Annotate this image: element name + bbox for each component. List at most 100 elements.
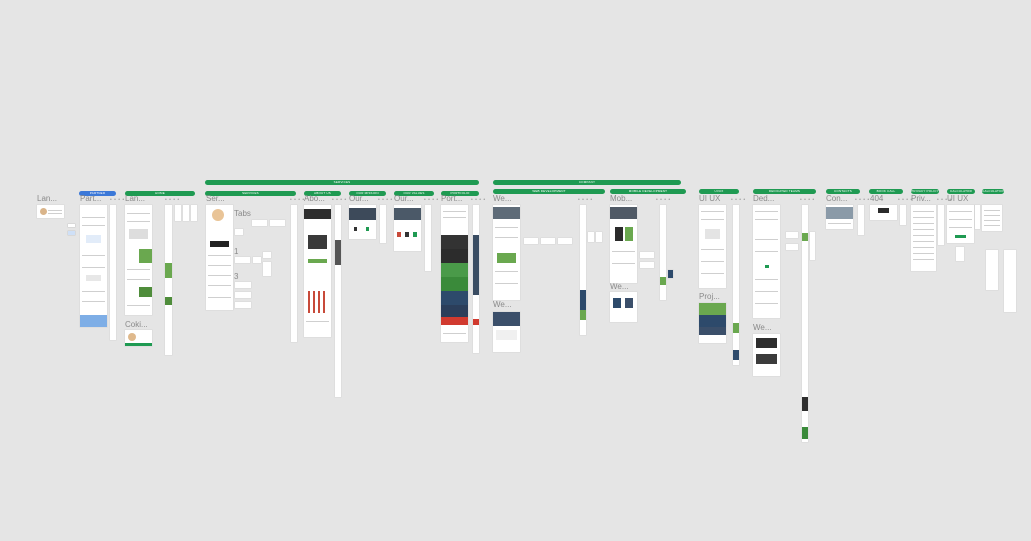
home-badge[interactable]: HOME xyxy=(125,191,195,196)
frame-title-about[interactable]: Abo... xyxy=(304,194,325,203)
projects-frame[interactable] xyxy=(699,303,726,343)
web-component-frame[interactable] xyxy=(558,238,572,244)
tab-frame[interactable] xyxy=(263,262,271,276)
home-component-frame[interactable] xyxy=(183,205,189,221)
tabs-frame[interactable] xyxy=(235,229,243,235)
frame-title-home-landing[interactable]: Lan... xyxy=(125,194,146,203)
about-variant-frame[interactable] xyxy=(335,205,341,397)
frame-title-web-1[interactable]: We... xyxy=(493,194,512,203)
partner-variant-frame[interactable] xyxy=(110,205,116,340)
web-component-frame[interactable] xyxy=(524,238,538,244)
contacts-badge[interactable]: CONTACTS xyxy=(826,189,860,194)
home-component-frame[interactable] xyxy=(191,205,197,221)
frame-title-services[interactable]: Ser... xyxy=(206,194,225,203)
frame-title-projects[interactable]: Proj... xyxy=(699,292,720,301)
our-values-frame[interactable] xyxy=(394,205,421,251)
404-variant-frame[interactable] xyxy=(900,205,906,225)
landing-frame[interactable] xyxy=(37,205,64,218)
portfolio-variant-frame[interactable] xyxy=(473,205,479,353)
web-development-3-frame[interactable] xyxy=(610,292,637,322)
tab-frame[interactable] xyxy=(270,220,285,226)
frame-title-tabs[interactable]: Tabs xyxy=(234,209,251,218)
home-landing-frame[interactable] xyxy=(125,205,152,315)
more-dots[interactable]: • • • • xyxy=(290,197,305,203)
dedicated-component-frame[interactable] xyxy=(810,232,815,260)
portfolio-badge[interactable]: PORTFOLIO xyxy=(441,191,479,196)
more-dots[interactable]: • • • • xyxy=(578,197,593,203)
frame-title-3[interactable]: 3 xyxy=(234,272,239,281)
ui-ux-frame[interactable] xyxy=(699,205,726,288)
tab-frame[interactable] xyxy=(235,282,251,288)
web-variant-frame[interactable] xyxy=(580,205,586,335)
frame-title-web-3[interactable]: We... xyxy=(610,282,629,291)
more-dots[interactable]: • • • • xyxy=(937,197,952,203)
frame-title-ui-ux-2[interactable]: UI UX xyxy=(947,194,969,203)
calculator-badge[interactable]: CALCULATOR xyxy=(947,189,975,194)
dedicated-component-frame[interactable] xyxy=(786,232,798,238)
dedicated-component-frame[interactable] xyxy=(786,244,798,250)
contacts-variant-frame[interactable] xyxy=(858,205,864,235)
calculator-component-frame[interactable] xyxy=(956,247,964,261)
more-dots[interactable]: • • • • xyxy=(656,197,671,203)
home-variant-frame[interactable] xyxy=(165,205,172,355)
mobile-component-frame[interactable] xyxy=(668,270,673,278)
more-dots[interactable]: • • • • xyxy=(424,197,439,203)
our-values-badge[interactable]: OUR VALUES xyxy=(394,191,434,196)
web-development-4-frame[interactable] xyxy=(753,334,780,376)
tab-frame[interactable] xyxy=(235,292,251,298)
ui-ux-variant-frame[interactable] xyxy=(733,205,739,365)
mobile-development-frame[interactable] xyxy=(610,205,637,283)
frame-title-our-values[interactable]: Our... xyxy=(394,194,414,203)
our-mission-frame[interactable] xyxy=(349,205,376,239)
frame-title-ui-ux[interactable]: UI UX xyxy=(699,194,721,203)
partner-frame[interactable] xyxy=(80,205,107,327)
portfolio-frame[interactable] xyxy=(441,205,468,342)
more-dots[interactable]: • • • • xyxy=(165,197,180,203)
frame-title-1[interactable]: 1 xyxy=(234,247,239,256)
services-badge[interactable]: SERVICES xyxy=(205,191,296,196)
web-component-frame[interactable] xyxy=(588,232,594,242)
web-development-2-frame[interactable] xyxy=(493,312,520,352)
frame-title-portfolio[interactable]: Port... xyxy=(441,194,463,203)
services-variant-frame[interactable] xyxy=(291,205,297,342)
section-services-badge[interactable]: SERVICES xyxy=(205,180,479,185)
frame-title-mobile[interactable]: Mob... xyxy=(610,194,633,203)
more-dots[interactable]: • • • • xyxy=(731,197,746,203)
more-dots[interactable]: • • • • xyxy=(471,197,486,203)
more-dots[interactable]: • • • • xyxy=(110,197,125,203)
frame-title-our-mission[interactable]: Our... xyxy=(349,194,369,203)
calculator-frame[interactable] xyxy=(947,205,974,243)
mobile-component-frame[interactable] xyxy=(640,252,654,258)
more-dots[interactable]: • • • • xyxy=(800,197,815,203)
frame-title-partner[interactable]: Part... xyxy=(80,194,102,203)
tab-frame[interactable] xyxy=(252,220,267,226)
calculation-badge[interactable]: CALCULATION xyxy=(982,189,1004,194)
our-mission-variant-frame[interactable] xyxy=(380,205,386,243)
services-frame[interactable] xyxy=(206,205,233,310)
page-404-frame[interactable] xyxy=(870,205,897,220)
web-development-badge[interactable]: WEB DEVELOPMENT xyxy=(493,189,605,194)
home-component-frame[interactable] xyxy=(175,205,181,221)
more-dots[interactable]: • • • • xyxy=(332,197,347,203)
book-call-badge[interactable]: BOOK CALL xyxy=(869,189,903,194)
mobile-component-frame[interactable] xyxy=(640,262,654,268)
tab-frame[interactable] xyxy=(263,252,271,258)
landing-mini-frame[interactable] xyxy=(68,224,75,227)
dedicated-variant-frame[interactable] xyxy=(802,205,808,442)
about-frame[interactable] xyxy=(304,205,331,337)
partner-badge[interactable]: PARTNER xyxy=(79,191,116,196)
frame-title-web-4[interactable]: We... xyxy=(753,323,772,332)
more-dots[interactable]: • • • • xyxy=(855,197,870,203)
more-dots[interactable]: • • • • xyxy=(898,197,913,203)
mobile-development-badge[interactable]: MOBILE DEVELOPMENT xyxy=(610,189,686,194)
more-dots[interactable]: • • • • xyxy=(378,197,393,203)
frame-title-landing[interactable]: Lan... xyxy=(37,194,58,203)
section-company-badge[interactable]: COMPANY xyxy=(493,180,681,185)
frame-title-privacy[interactable]: Priv... xyxy=(911,194,931,203)
landing-mini-frame[interactable] xyxy=(68,231,75,235)
privacy-policy-badge[interactable]: PRIVACY POLICY xyxy=(911,189,939,194)
frame-title-cookies[interactable]: Coki... xyxy=(125,320,148,329)
tab-frame[interactable] xyxy=(253,257,261,263)
web-component-frame[interactable] xyxy=(541,238,555,244)
frame-title-contacts[interactable]: Con... xyxy=(826,194,848,203)
